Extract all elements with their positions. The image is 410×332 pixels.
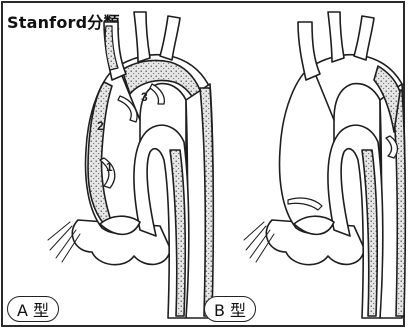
type-a-carotid: [134, 12, 150, 62]
marker-2: 2: [97, 119, 104, 133]
type-b-subclavian: [354, 16, 374, 60]
marker-3: 3: [141, 90, 148, 104]
type-a-tear-flap-3: [150, 84, 164, 104]
marker-1: 1: [106, 160, 113, 174]
type-b-label: B 型: [204, 296, 256, 322]
type-b-carotid: [328, 12, 344, 62]
type-b-brachiocephalic: [298, 22, 320, 80]
type-a-subclavian: [160, 16, 180, 60]
type-a-diagram: [48, 12, 213, 318]
type-b-diagram: [244, 12, 405, 318]
type-a-label: A 型: [7, 296, 59, 322]
